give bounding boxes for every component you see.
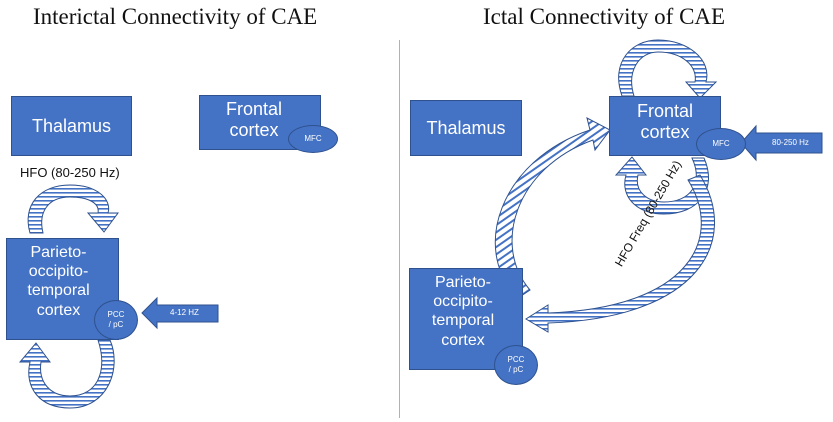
right-mfc-label: MFC	[712, 139, 730, 148]
left-pcc-label-1: PCC	[107, 310, 125, 319]
right-panel-title: Ictal Connectivity of CAE	[483, 4, 726, 29]
right-lower-loop-arrow	[614, 156, 709, 215]
left-input-arrow	[141, 296, 219, 330]
left-upper-loop-arrow	[27, 184, 119, 234]
right-parieto-label-2: occipito-	[433, 293, 493, 311]
right-input-label: 80-250 Hz	[772, 138, 809, 147]
right-parieto-label-4: cortex	[441, 331, 485, 349]
left-mfc-label: MFC	[304, 134, 322, 143]
left-parieto-label-3: temporal	[27, 282, 90, 300]
left-frontal-label-1: Frontal	[225, 98, 283, 119]
right-pcc-ellipse: PCC / pC	[494, 345, 538, 385]
left-lower-loop-arrow	[18, 339, 115, 409]
right-parieto-label-1: Parieto-	[434, 274, 492, 291]
right-thalamus-box: Thalamus	[410, 100, 522, 156]
left-mfc-ellipse: MFC	[288, 125, 338, 153]
left-parieto-label-4: cortex	[36, 301, 81, 319]
left-parieto-label-2: occipito-	[28, 263, 89, 281]
right-descending-arc-arrow	[525, 174, 715, 333]
panel-divider	[399, 40, 400, 418]
left-pcc-ellipse: PCC / pC	[94, 300, 138, 340]
right-upper-loop-arrow	[618, 39, 718, 99]
right-pcc-label-1: PCC	[507, 355, 525, 364]
right-frontal-label-2: cortex	[640, 122, 690, 142]
right-frontal-label-1: Frontal	[636, 101, 694, 122]
right-pcc-label-2: / pC	[508, 365, 524, 374]
right-mfc-ellipse: MFC	[696, 128, 746, 160]
left-hfo-label: HFO (80-250 Hz)	[20, 165, 120, 180]
left-thalamus-box: Thalamus	[11, 96, 132, 156]
left-parieto-label-1: Parieto-	[30, 244, 87, 261]
right-parieto-label-3: temporal	[431, 312, 495, 330]
left-frontal-box: Frontal cortex	[199, 95, 321, 150]
right-thalamus-label: Thalamus	[426, 117, 506, 138]
left-thalamus-label: Thalamus	[31, 115, 112, 136]
left-pcc-label-2: / pC	[108, 320, 124, 329]
left-input-label: 4-12 HZ	[170, 308, 199, 317]
right-parieto-box: Parieto- occipito- temporal cortex	[409, 268, 523, 370]
right-frontal-box: Frontal cortex	[609, 96, 721, 156]
left-frontal-label-2: cortex	[229, 119, 279, 140]
left-panel-title: Interictal Connectivity of CAE	[33, 4, 318, 29]
right-input-arrow	[740, 124, 823, 162]
